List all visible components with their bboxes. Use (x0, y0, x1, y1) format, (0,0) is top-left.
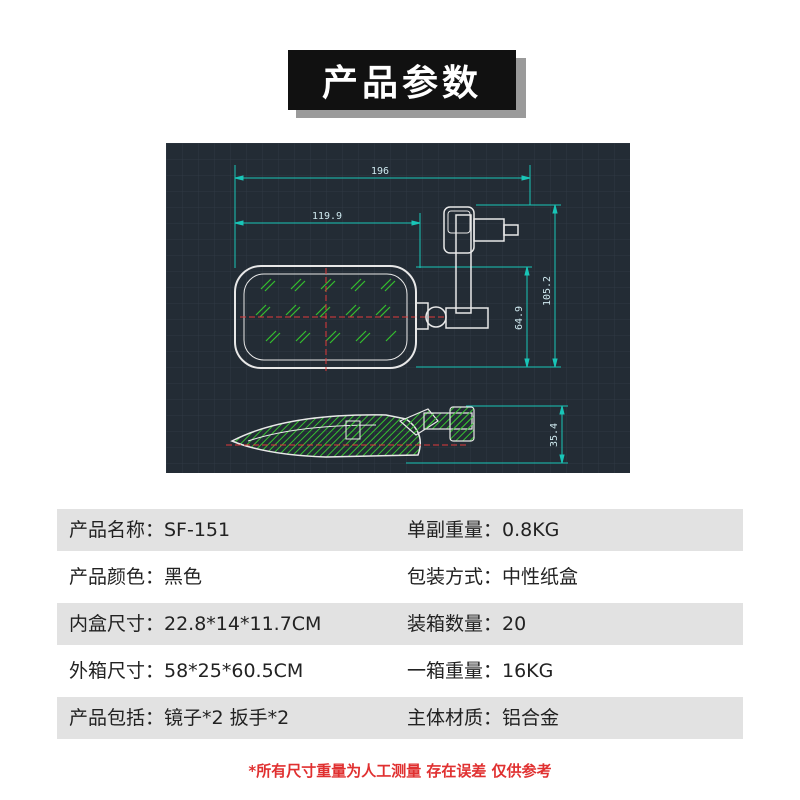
spec-material: 主体材质：铝合金 (407, 707, 560, 729)
disclaimer-note: *所有尺寸重量为人工测量 存在误差 仅供参考 (248, 762, 552, 780)
dimension-105-2 (416, 204, 561, 368)
spec-inner-box-size: 内盒尺寸：22.8*14*11.7CM (69, 613, 322, 635)
dimension-196 (234, 165, 531, 268)
mirror-side-view (226, 406, 475, 458)
dimension-119-9 (234, 213, 421, 268)
dimension-196-label: 196 (371, 166, 389, 177)
spec-row: 产品包括：镜子*2 扳手*2 主体材质：铝合金 (57, 697, 743, 739)
spec-product-color: 产品颜色：黑色 (69, 566, 203, 588)
spec-row: 内盒尺寸：22.8*14*11.7CM 装箱数量：20 (57, 603, 743, 645)
mirror-top-view (234, 206, 519, 371)
spec-package-contents: 产品包括：镜子*2 扳手*2 (69, 707, 290, 729)
spec-row: 产品颜色：黑色 包装方式：中性纸盒 (57, 556, 743, 598)
dimension-64-9 (416, 266, 532, 368)
spec-carton-weight: 一箱重量：16KG (407, 660, 554, 682)
spec-row: 产品名称：SF-151 单副重量：0.8KG (57, 509, 743, 551)
dimension-105-2-label: 105.2 (542, 276, 553, 306)
spec-unit-weight: 单副重量：0.8KG (407, 519, 560, 541)
spec-outer-box-size: 外箱尺寸：58*25*60.5CM (69, 660, 304, 682)
spec-row: 外箱尺寸：58*25*60.5CM 一箱重量：16KG (57, 650, 743, 692)
page-title: 产品参数 (288, 50, 516, 110)
dimension-35-4 (406, 405, 568, 464)
dimension-64-9-label: 64.9 (514, 306, 525, 330)
dimension-35-4-label: 35.4 (549, 423, 560, 447)
technical-drawing: 196 119.9 105.2 64.9 35.4 (166, 143, 630, 473)
spec-carton-quantity: 装箱数量：20 (407, 613, 527, 635)
dimension-119-9-label: 119.9 (312, 211, 342, 222)
spec-packaging: 包装方式：中性纸盒 (407, 566, 579, 588)
spec-product-name: 产品名称：SF-151 (69, 519, 231, 541)
